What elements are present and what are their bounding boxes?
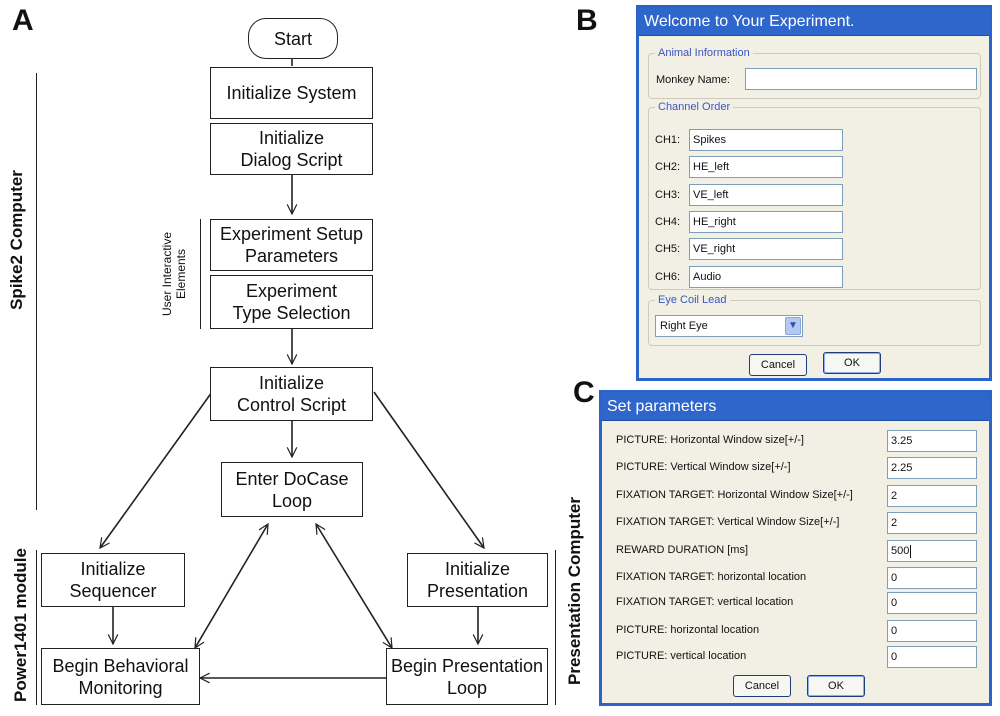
- ch1-label: CH1:: [655, 134, 681, 146]
- arrow-control-to-sequencer: [100, 391, 213, 548]
- init-dialog-box: Initialize Dialog Script: [210, 123, 373, 175]
- begin-presentation-loop-box: Begin Presentation Loop: [386, 648, 548, 705]
- init-presentation-box: Initialize Presentation: [407, 553, 548, 607]
- param-input[interactable]: 0: [887, 620, 977, 642]
- welcome-dialog-title: Welcome to Your Experiment.: [639, 8, 989, 36]
- monkey-name-input[interactable]: [745, 68, 977, 90]
- param-label: FIXATION TARGET: Vertical Window Size[+/…: [616, 516, 840, 528]
- param-input[interactable]: 0: [887, 567, 977, 589]
- init-sequencer-box: Initialize Sequencer: [41, 553, 185, 607]
- ch1-input[interactable]: Spikes: [689, 129, 843, 151]
- param-label: REWARD DURATION [ms]: [616, 544, 748, 556]
- init-control-box: Initialize Control Script: [210, 367, 373, 421]
- arrow-control-to-presentation: [373, 391, 484, 548]
- ch5-label: CH5:: [655, 243, 681, 255]
- text-caret: [910, 544, 912, 558]
- param-input[interactable]: 2: [887, 512, 977, 534]
- panel-label-c: C: [573, 376, 595, 409]
- user-interactive-label: User Interactive Elements: [160, 231, 188, 317]
- panel-label-a: A: [12, 4, 34, 37]
- welcome-dialog: Welcome to Your Experiment. Animal Infor…: [636, 5, 992, 381]
- ch6-label: CH6:: [655, 271, 681, 283]
- panel-label-b: B: [576, 4, 598, 37]
- ch2-input[interactable]: HE_left: [689, 156, 843, 178]
- cancel-button[interactable]: Cancel: [733, 675, 791, 697]
- channel-order-group: Channel Order CH1: Spikes CH2: HE_left C…: [648, 100, 981, 290]
- ch3-label: CH3:: [655, 189, 681, 201]
- ch6-input[interactable]: Audio: [689, 266, 843, 288]
- spike2-bracket: [36, 73, 37, 510]
- presentation-bracket: [555, 550, 556, 705]
- param-label: PICTURE: horizontal location: [616, 624, 760, 636]
- set-parameters-title: Set parameters: [602, 393, 989, 421]
- animal-info-group: Animal Information Monkey Name:: [648, 46, 981, 99]
- exp-setup-box: Experiment Setup Parameters: [210, 219, 373, 271]
- chevron-down-icon[interactable]: ▼: [785, 317, 801, 335]
- init-system-box: Initialize System: [210, 67, 373, 119]
- begin-monitoring-box: Begin Behavioral Monitoring: [41, 648, 200, 705]
- channel-order-title: Channel Order: [655, 100, 734, 114]
- start-node: Start: [248, 18, 338, 59]
- ch3-input[interactable]: VE_left: [689, 184, 843, 206]
- exp-type-box: Experiment Type Selection: [210, 275, 373, 329]
- set-parameters-dialog: Set parameters PICTURE: Horizontal Windo…: [599, 390, 992, 706]
- cancel-button[interactable]: Cancel: [749, 354, 807, 376]
- param-label: FIXATION TARGET: Horizontal Window Size[…: [616, 489, 853, 501]
- param-input[interactable]: 2: [887, 485, 977, 507]
- eye-coil-selected-value: Right Eye: [660, 320, 708, 332]
- ch4-label: CH4:: [655, 216, 681, 228]
- spike2-label: Spike2 Computer: [7, 170, 26, 310]
- param-label: FIXATION TARGET: horizontal location: [616, 571, 807, 583]
- param-label: PICTURE: vertical location: [616, 650, 747, 662]
- param-label: PICTURE: Vertical Window size[+/-]: [616, 461, 791, 473]
- param-input[interactable]: 0: [887, 646, 977, 668]
- param-input[interactable]: 2.25: [887, 457, 977, 479]
- eye-coil-title: Eye Coil Lead: [655, 293, 730, 307]
- animal-info-title: Animal Information: [655, 46, 753, 60]
- set-parameters-body: PICTURE: Horizontal Window size[+/-] 3.2…: [602, 421, 989, 703]
- monkey-name-label: Monkey Name:: [656, 74, 730, 86]
- ok-button[interactable]: OK: [823, 352, 881, 374]
- power1401-bracket: [36, 550, 37, 705]
- ok-button[interactable]: OK: [807, 675, 865, 697]
- param-input[interactable]: 3.25: [887, 430, 977, 452]
- docase-box: Enter DoCase Loop: [221, 462, 363, 517]
- eye-coil-group: Eye Coil Lead Right Eye ▼: [648, 293, 981, 346]
- param-input[interactable]: 0: [887, 592, 977, 614]
- ch2-label: CH2:: [655, 161, 681, 173]
- arrow-docase-monitoring: [194, 524, 269, 648]
- ch4-input[interactable]: HE_right: [689, 211, 843, 233]
- welcome-dialog-body: Animal Information Monkey Name: Channel …: [639, 36, 989, 378]
- presentation-computer-label: Presentation Computer: [565, 497, 584, 685]
- param-label: PICTURE: Horizontal Window size[+/-]: [616, 434, 804, 446]
- power1401-label: Power1401 module: [11, 548, 30, 703]
- eye-coil-select[interactable]: Right Eye ▼: [655, 315, 803, 337]
- user-interactive-bracket: [200, 219, 201, 329]
- ch5-input[interactable]: VE_right: [689, 238, 843, 260]
- arrow-docase-presentation-loop: [316, 524, 392, 648]
- param-label: FIXATION TARGET: vertical location: [616, 596, 794, 608]
- param-input-active[interactable]: 500: [887, 540, 977, 562]
- param-input-value: 500: [891, 545, 910, 557]
